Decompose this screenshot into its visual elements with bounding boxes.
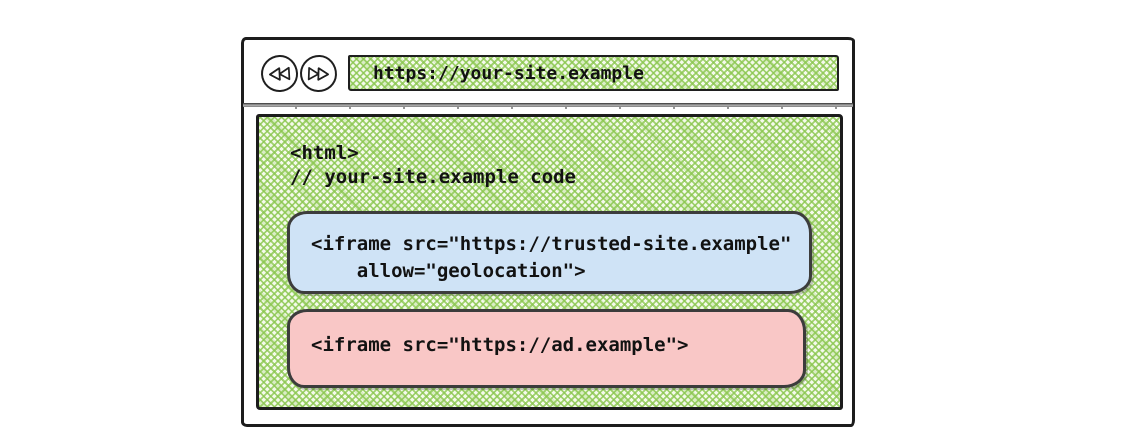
- url-bar[interactable]: https://your-site.example: [348, 55, 839, 91]
- browser-window: https://your-site.example <html> // your…: [241, 37, 855, 427]
- trusted-iframe-code: <iframe src="https://trusted-site.exampl…: [311, 233, 792, 282]
- url-text: https://your-site.example: [373, 62, 644, 84]
- trusted-iframe-box: <iframe src="https://trusted-site.exampl…: [287, 211, 812, 294]
- toolbar-separator: [243, 103, 853, 109]
- page-content: <html> // your-site.example code <iframe…: [256, 114, 843, 410]
- double-right-arrow-icon: [307, 65, 331, 82]
- ad-iframe-code: <iframe src="https://ad.example">: [311, 334, 689, 356]
- forward-button[interactable]: [299, 54, 338, 93]
- back-button[interactable]: [260, 54, 299, 93]
- double-left-arrow-icon: [268, 65, 292, 82]
- page-source-code: <html> // your-site.example code: [290, 142, 576, 188]
- ad-iframe-box: <iframe src="https://ad.example">: [287, 309, 806, 388]
